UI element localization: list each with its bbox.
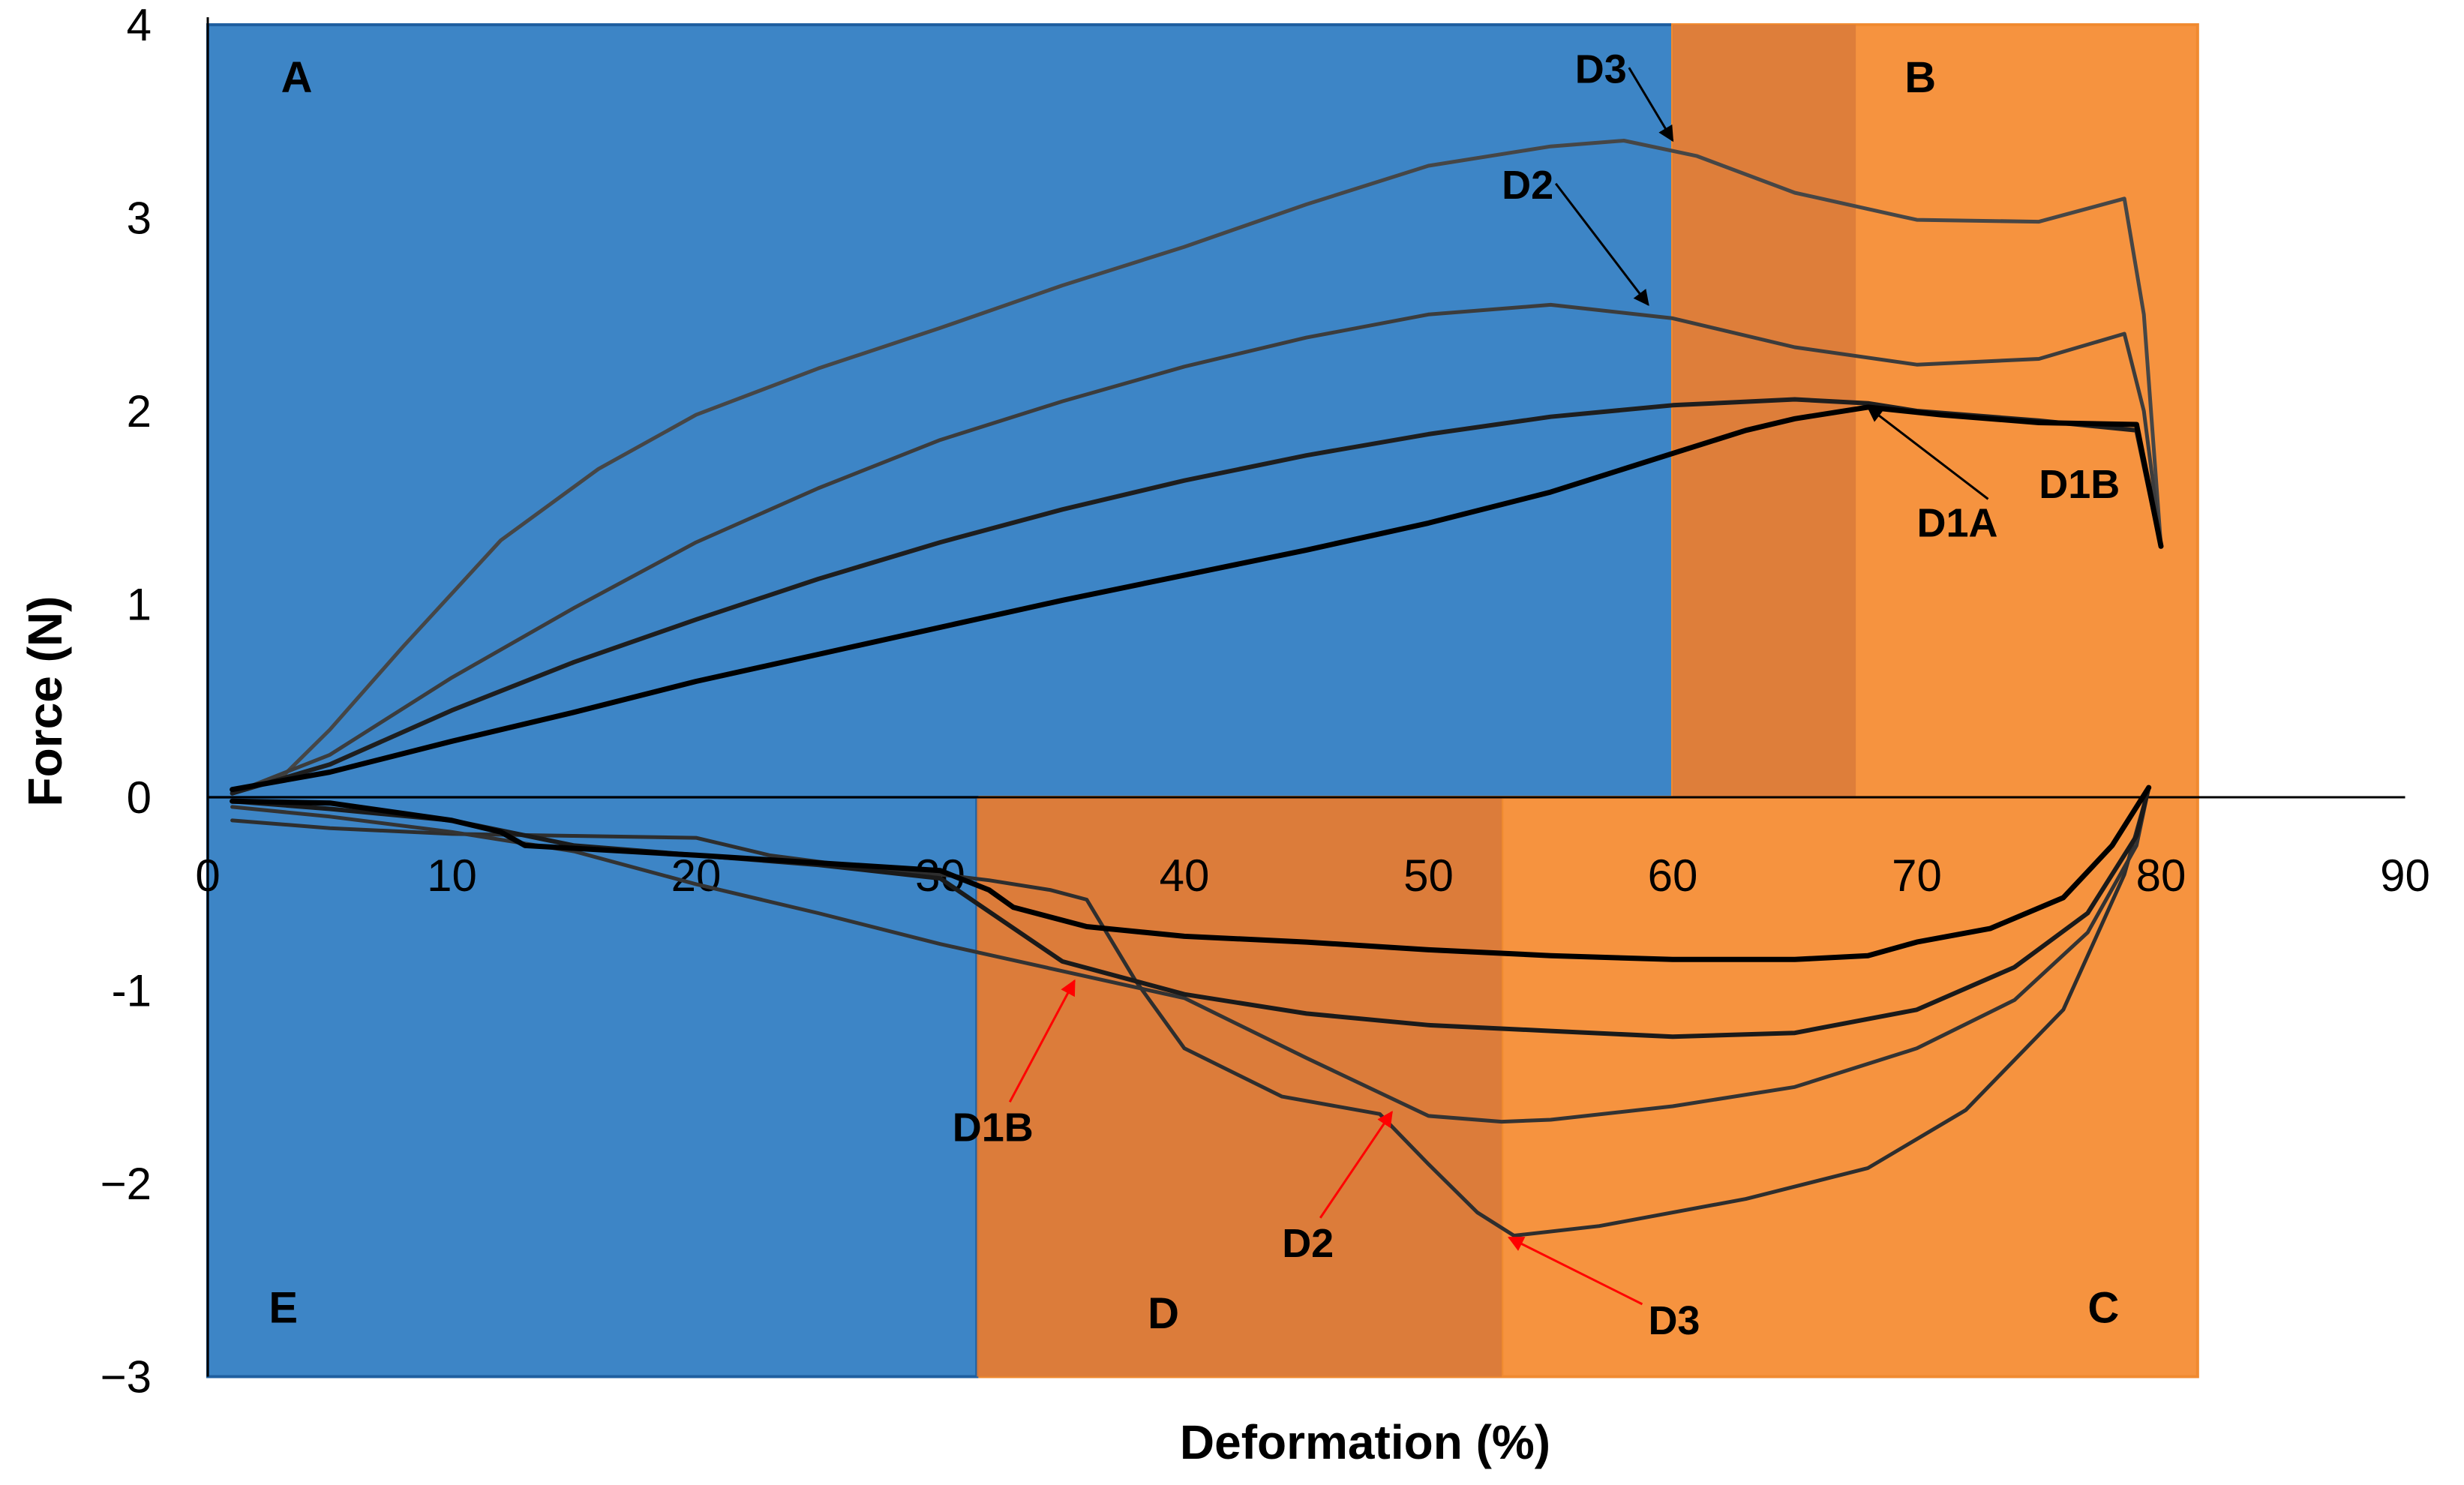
region-label-b: B	[1904, 53, 1936, 102]
annotation-label-3: D1A	[1917, 500, 1998, 545]
annotation-arrow-7	[1508, 1236, 1643, 1306]
y-tick-label: 3	[127, 194, 152, 244]
annotation-arrow-5	[1008, 979, 1076, 1103]
annotation-label-6: D2	[1282, 1221, 1334, 1266]
annotation-label-1: D3	[1575, 46, 1627, 92]
region-label-a: A	[281, 53, 313, 102]
y-tick-label: 4	[127, 0, 152, 50]
x-tick-label: 80	[2136, 850, 2186, 901]
annotation-label-4: D1B	[2039, 462, 2120, 507]
y-tick-label: −2	[101, 1159, 152, 1209]
series-layer	[230, 139, 2164, 1238]
regions-layer: A B C D E	[206, 23, 2199, 1378]
series-line-6	[230, 785, 2151, 1124]
series-line-8	[230, 784, 2152, 962]
region-a	[206, 23, 1674, 799]
y-axis-title: Force (N)	[18, 596, 72, 807]
series-line-1	[230, 139, 2163, 794]
x-tick-label: 40	[1160, 850, 1210, 901]
series-line-5	[230, 785, 2151, 1238]
y-tick-label: −3	[101, 1352, 152, 1402]
y-tick-label: 1	[127, 580, 152, 630]
annotation-label-5: D1B	[953, 1105, 1034, 1150]
x-tick-label: 60	[1648, 850, 1698, 901]
x-tick-label: 50	[1403, 850, 1454, 901]
annotation-arrow-1	[1628, 67, 1674, 142]
x-tick-label: 10	[427, 850, 477, 901]
x-tick-label: 0	[195, 850, 220, 901]
annotation-arrow-3	[1866, 406, 1989, 500]
annotation-arrow-6	[1319, 1110, 1393, 1219]
x-axis-title: Deformation (%)	[1180, 1415, 1550, 1469]
y-tick-label: 0	[127, 772, 152, 823]
region-e	[206, 796, 979, 1378]
series-line-2	[230, 302, 2163, 796]
annotation-label-2: D2	[1502, 163, 1553, 208]
y-tick-label: -1	[112, 966, 152, 1016]
region-label-c: C	[2087, 1283, 2119, 1332]
y-tick-label: 2	[127, 386, 152, 436]
annotation-arrow-2	[1554, 182, 1649, 307]
series-line-7	[230, 785, 2151, 1040]
x-tick-label: 90	[2380, 850, 2430, 901]
series-line-4	[230, 404, 2164, 793]
annotation-label-7: D3	[1648, 1298, 1700, 1343]
region-label-d: D	[1148, 1289, 1179, 1338]
region-c	[1500, 796, 2199, 1378]
region-label-e: E	[269, 1283, 298, 1332]
region-overlap-top	[1673, 25, 1856, 797]
x-tick-label: 70	[1892, 850, 1942, 901]
